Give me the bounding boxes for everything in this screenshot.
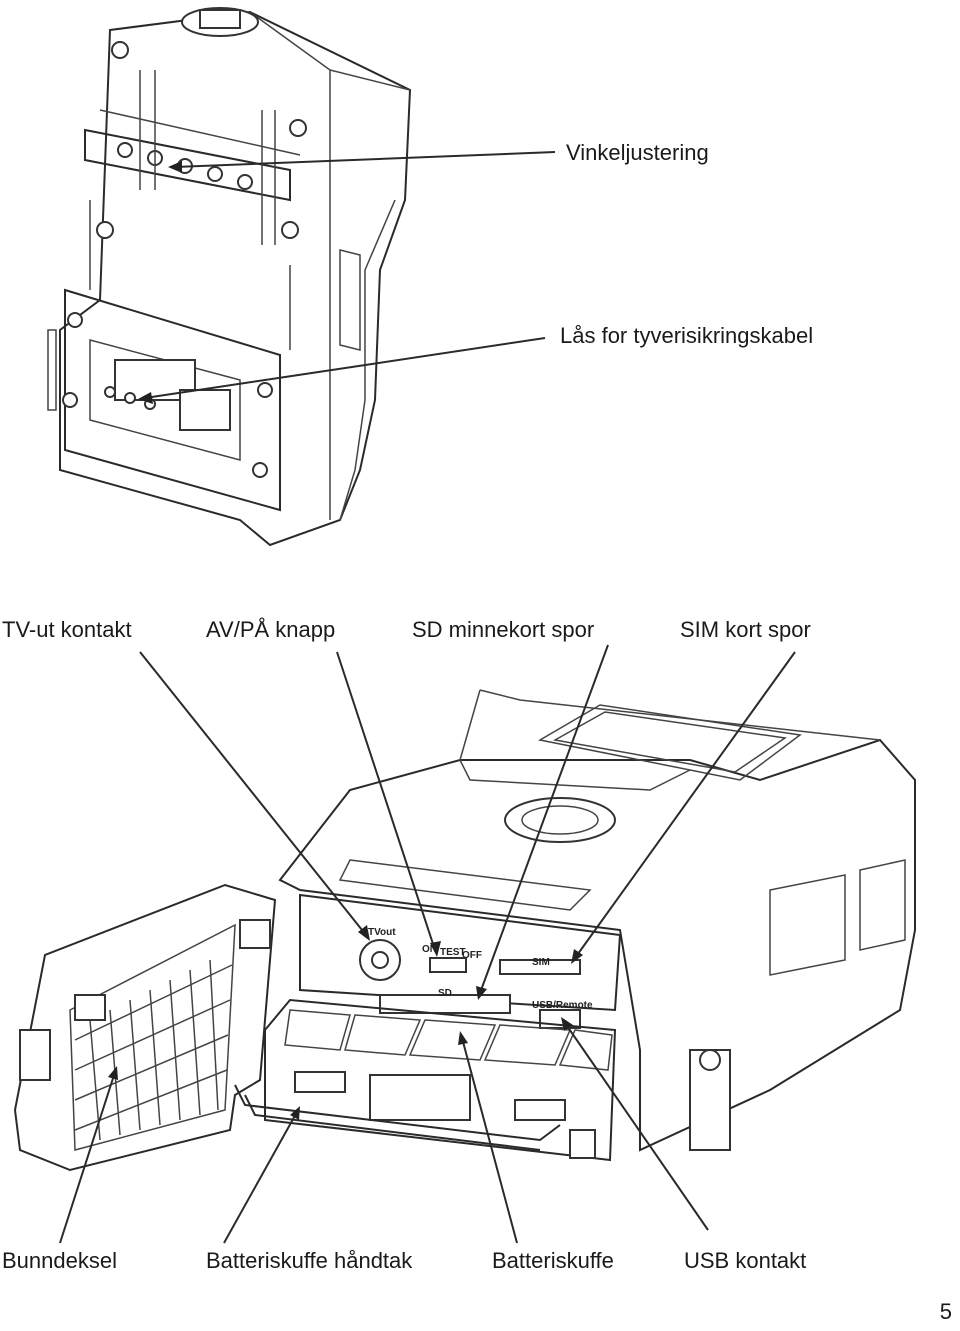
device-off-text: OFF (462, 950, 482, 961)
device-usb-text: USB/Remote (532, 1000, 593, 1011)
sd-slot-label: SD minnekort spor (412, 617, 595, 642)
power-switch-label: AV/PÅ knapp (206, 617, 336, 642)
tv-out-label: TV-ut kontakt (2, 617, 132, 642)
tray-handle-label: Batteriskuffe håndtak (206, 1248, 413, 1273)
device-on-text: ON (422, 944, 437, 955)
usb-port-label: USB kontakt (684, 1248, 807, 1273)
bottom-cover-label: Bunndeksel (2, 1248, 117, 1273)
device-sim-text: SIM (532, 957, 550, 968)
device-tvout-text: TVout (368, 927, 396, 938)
page-number: 5 (939, 1299, 952, 1324)
angle-adjust-label: Vinkeljustering (566, 140, 709, 165)
lock-cable-label: Lås for tyverisikringskabel (560, 323, 814, 348)
battery-tray-label: Batteriskuffe (492, 1248, 614, 1273)
device-test-text: TEST (440, 947, 466, 958)
device-sd-text: SD (438, 988, 452, 999)
sim-slot-label: SIM kort spor (680, 617, 811, 642)
